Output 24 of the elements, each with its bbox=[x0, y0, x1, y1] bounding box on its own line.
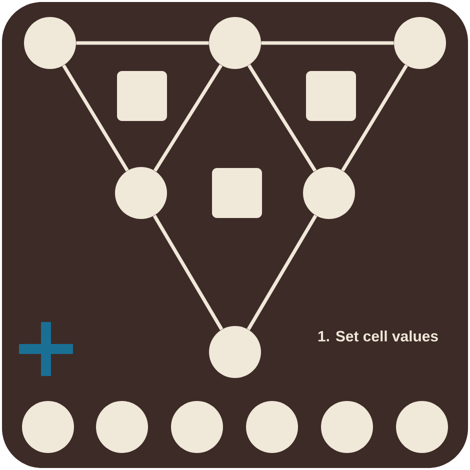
circle bbox=[303, 167, 355, 219]
circle bbox=[209, 326, 261, 378]
circle bbox=[209, 17, 261, 69]
line bbox=[261, 41, 394, 45]
circle bbox=[115, 167, 167, 219]
square bbox=[212, 168, 262, 218]
circle bbox=[96, 401, 148, 453]
line bbox=[62, 64, 129, 172]
line bbox=[341, 64, 408, 172]
circle bbox=[321, 401, 373, 453]
line bbox=[247, 64, 317, 172]
square bbox=[306, 71, 356, 121]
circle bbox=[24, 17, 76, 69]
line bbox=[76, 41, 209, 45]
line bbox=[152, 214, 224, 330]
line bbox=[153, 64, 223, 172]
circle bbox=[22, 401, 74, 453]
square bbox=[117, 71, 167, 121]
circle bbox=[394, 17, 446, 69]
circle bbox=[171, 401, 223, 453]
step-label: 1. Set cell values bbox=[318, 330, 438, 342]
circle bbox=[246, 401, 298, 453]
circle bbox=[396, 401, 448, 453]
line bbox=[246, 214, 318, 330]
